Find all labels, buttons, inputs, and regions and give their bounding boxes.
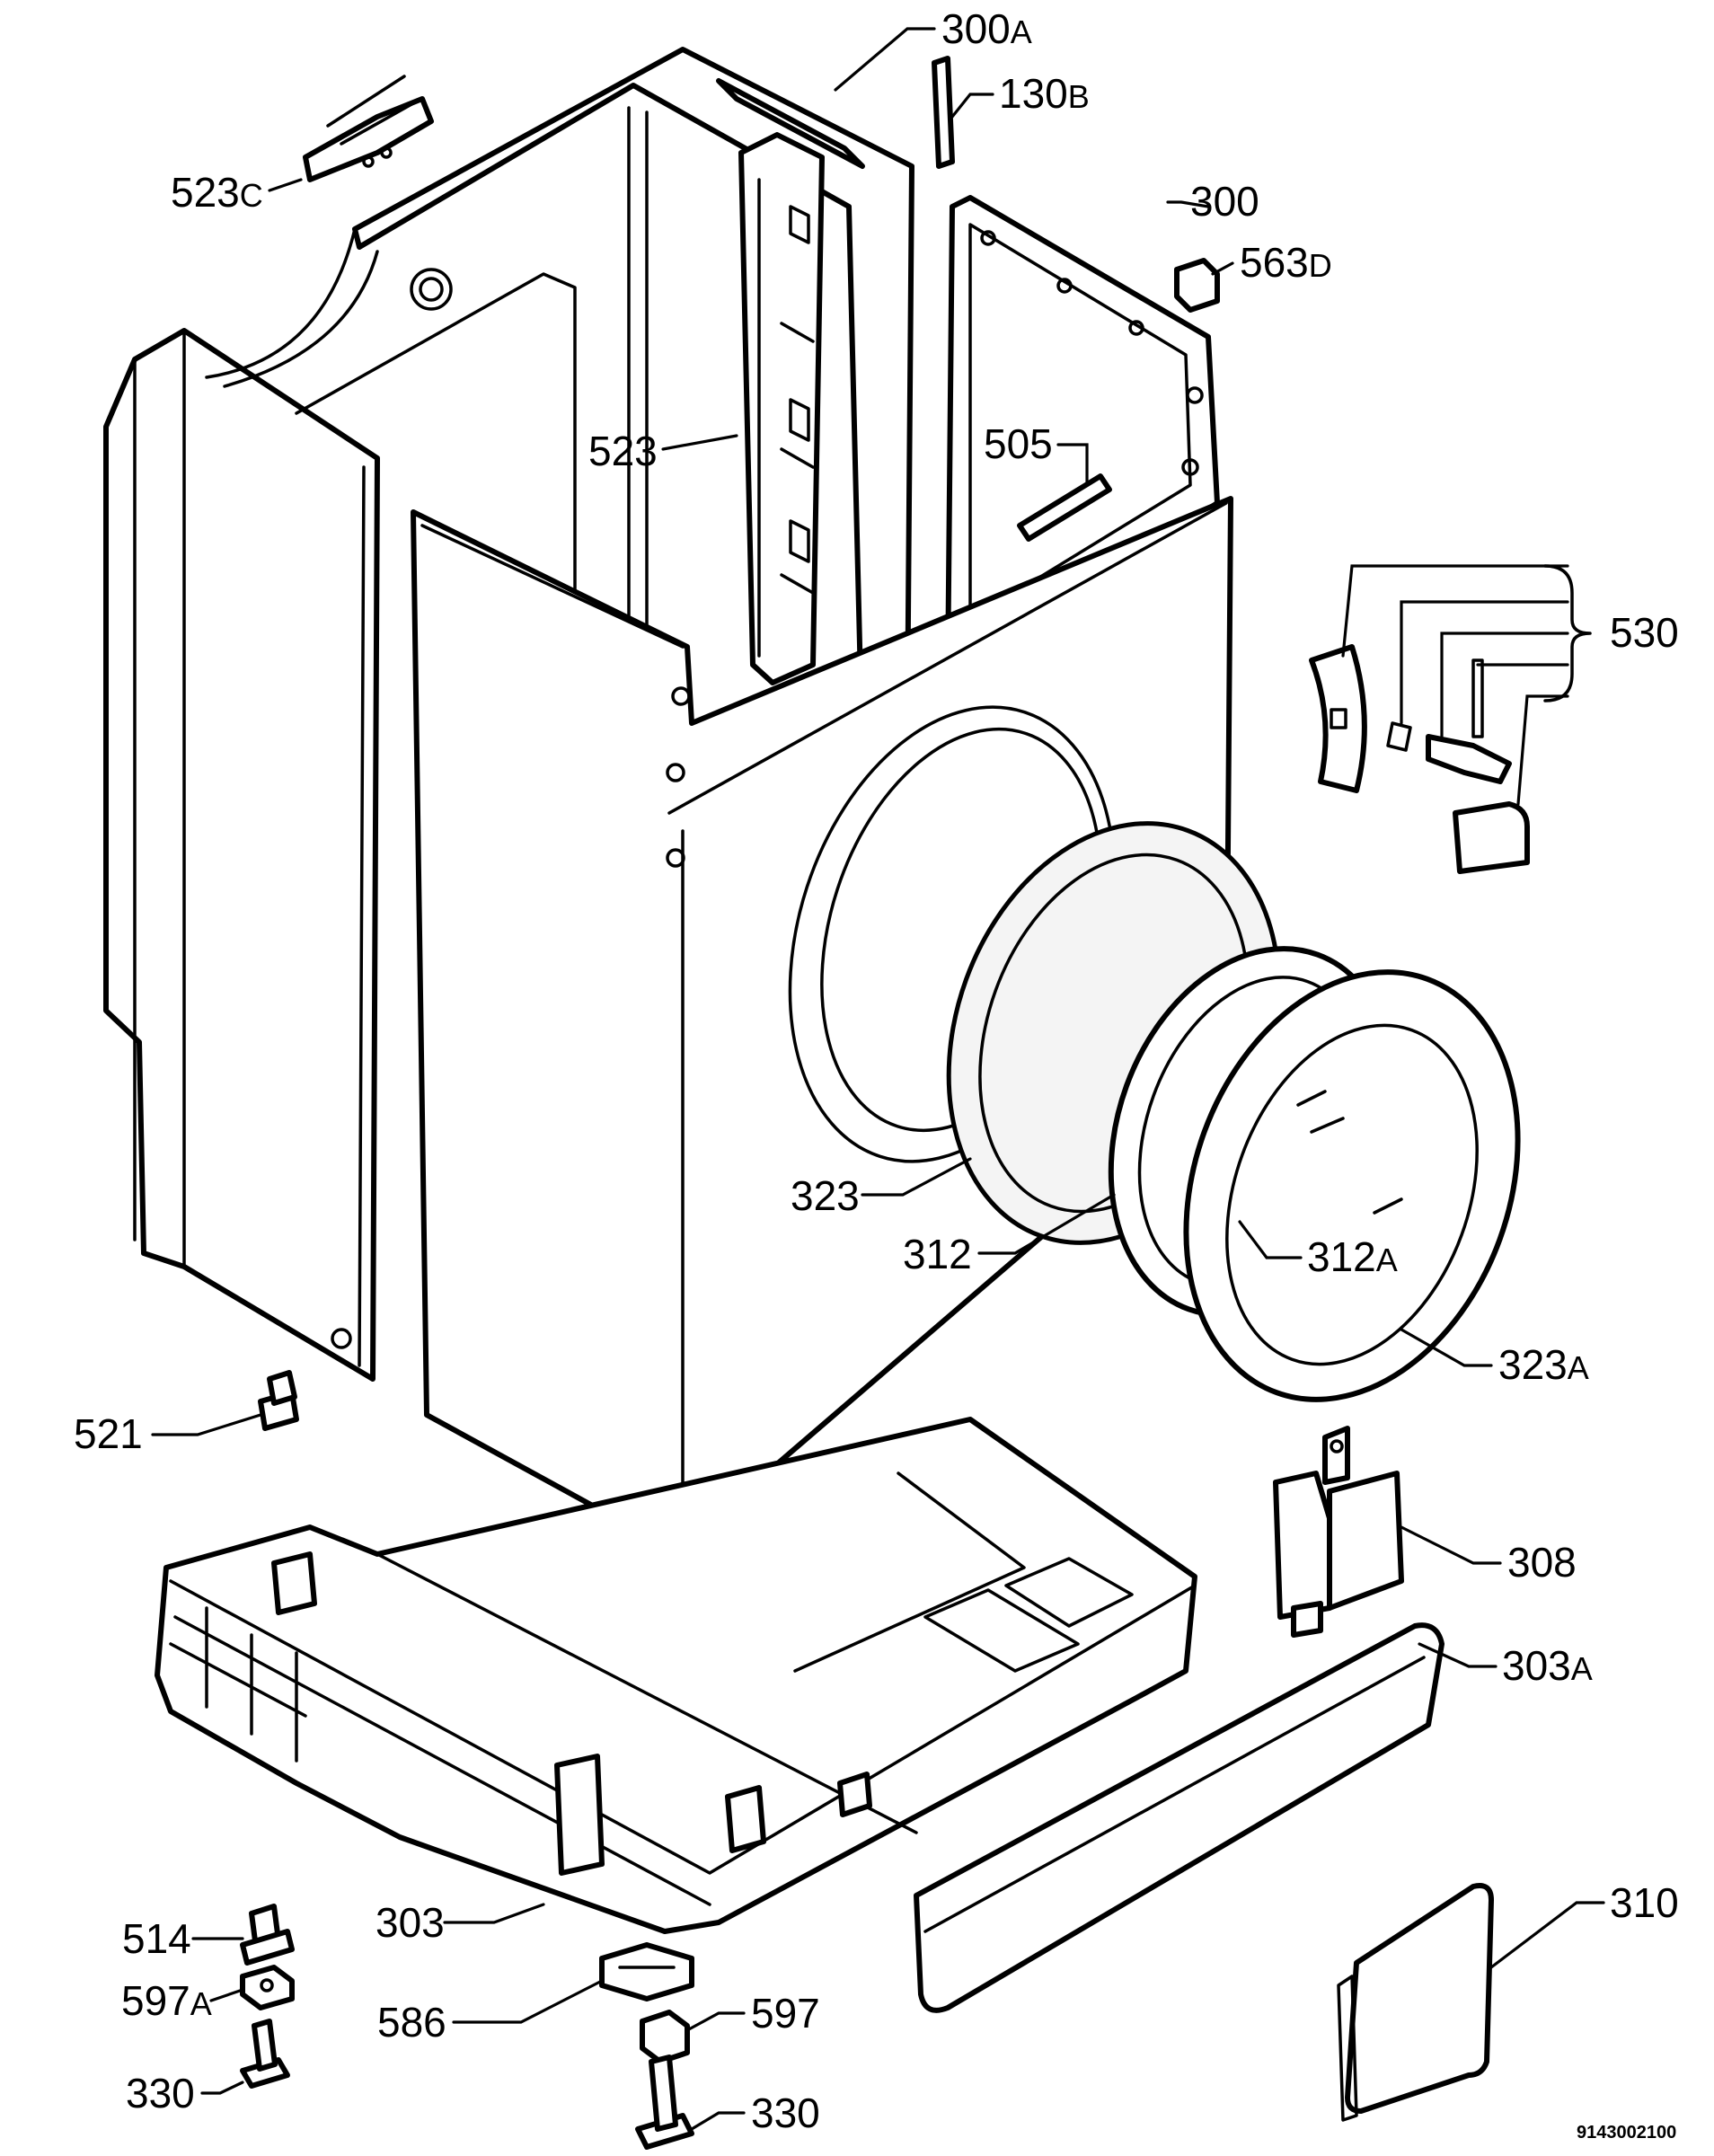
leader-530-2 [1400, 600, 1569, 725]
label-308: 308 [1507, 1539, 1577, 1586]
label-586: 586 [377, 1999, 446, 2046]
leader-586 [452, 1979, 604, 2024]
label-303A: 303A [1502, 1642, 1593, 1689]
label-523C: 523C [171, 169, 263, 216]
leader-300A [834, 27, 936, 92]
door-hinge [1273, 1426, 1404, 1638]
bar-130B [932, 56, 955, 169]
leader-330-left [200, 2081, 244, 2095]
leader-521 [151, 1413, 262, 1436]
label-597A: 597A [121, 1977, 212, 2024]
leader-530-3 [1440, 632, 1569, 738]
leader-lines [151, 27, 1605, 2131]
base-frame [155, 1417, 1197, 1934]
nut-597 [640, 2010, 690, 2064]
leader-597 [685, 2011, 746, 2032]
leader-310 [1489, 1901, 1605, 1969]
drawing [103, 47, 1592, 2150]
leader-530-5 [1516, 694, 1569, 806]
screw-521 [258, 1370, 299, 1431]
leader-303 [443, 1903, 545, 1924]
right-frame [945, 195, 1220, 681]
label-523: 523 [588, 428, 658, 474]
door-lock-parts [1309, 644, 1530, 874]
leader-130B [950, 93, 994, 119]
label-130B: 130B [999, 70, 1090, 117]
label-310: 310 [1610, 1879, 1679, 1926]
leader-312A [1238, 1220, 1303, 1259]
leader-312 [977, 1193, 1116, 1255]
label-300A: 300A [941, 5, 1032, 52]
label-521: 521 [74, 1410, 143, 1457]
kickplate-303A [914, 1622, 1445, 2013]
door-assembly [946, 821, 1521, 1402]
label-323: 323 [791, 1172, 860, 1219]
leader-323 [861, 1157, 972, 1197]
label-563D: 563D [1240, 239, 1332, 286]
rod-505 [1017, 473, 1112, 542]
leader-308 [1400, 1525, 1502, 1565]
leader-530-1 [1341, 564, 1569, 658]
screw-330-right [635, 2054, 694, 2150]
label-312A: 312A [1307, 1233, 1398, 1280]
foot-586 [599, 1942, 694, 2001]
document-code: 9143002100 [1577, 2123, 1676, 2143]
left-side-panel [103, 328, 380, 1382]
screw-330-left [240, 2019, 290, 2089]
leader-523 [661, 434, 738, 451]
leader-597A [209, 1988, 244, 2002]
label-323A: 323A [1498, 1341, 1589, 1388]
label-330-left: 330 [126, 2070, 195, 2116]
leader-505 [1056, 443, 1089, 487]
leader-303A [1418, 1642, 1498, 1668]
label-300: 300 [1190, 178, 1259, 225]
label-514: 514 [122, 1915, 191, 1962]
pin-514 [240, 1904, 295, 1966]
clamp-523C [303, 75, 434, 182]
label-312: 312 [903, 1231, 972, 1277]
label-303: 303 [375, 1899, 445, 1946]
leader-300 [1166, 200, 1210, 208]
label-597: 597 [751, 1990, 820, 2037]
clip-563D [1174, 258, 1220, 313]
leader-323A [1400, 1328, 1493, 1367]
leader-563D [1211, 261, 1234, 276]
rear-vertical-strip [738, 132, 825, 685]
label-505: 505 [984, 420, 1053, 467]
nut-597A [240, 1965, 295, 2010]
leader-330-right [690, 2111, 746, 2131]
leader-523C [268, 178, 303, 192]
label-530: 530 [1610, 609, 1679, 656]
label-330-right: 330 [751, 2090, 820, 2136]
filter-cover-310 [1337, 1883, 1494, 2122]
part-labels: 300A 130B 300 563D 523C 523 505 530 323 … [74, 5, 1679, 2143]
brace-530 [1543, 564, 1592, 702]
